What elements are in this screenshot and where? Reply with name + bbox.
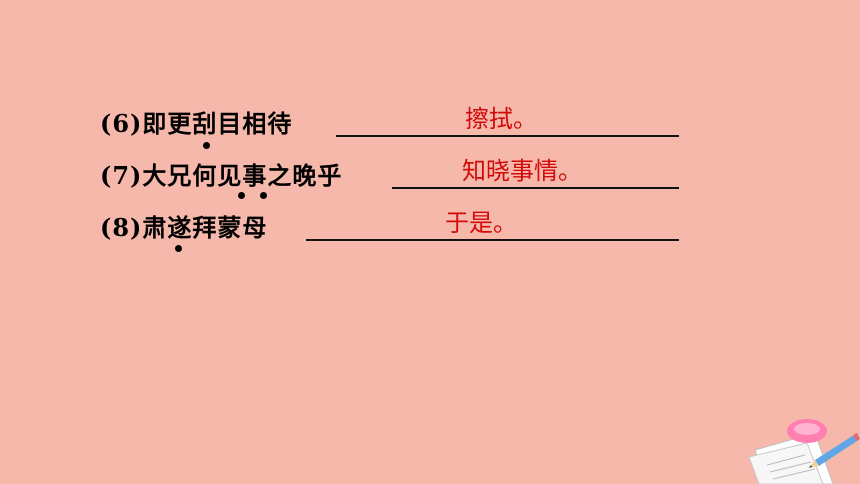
- answer-blank-7[interactable]: [392, 187, 679, 189]
- item-answer-8: 于是。: [445, 209, 517, 237]
- item-prompt-6: (6)即更刮目相待: [100, 109, 293, 138]
- answer-blank-8[interactable]: [306, 239, 679, 241]
- emphasis-dot: [175, 245, 182, 252]
- emphasis-dot: [203, 142, 210, 149]
- item-prompt-7: (7)大兄何见事之晚乎: [100, 161, 343, 190]
- emphasis-dot: [238, 192, 245, 199]
- item-answer-7: 知晓事情。: [462, 157, 582, 185]
- item-answer-6: 擦拭。: [465, 105, 537, 133]
- answer-blank-6[interactable]: [336, 135, 679, 137]
- paper-and-pencil-icon: [748, 419, 860, 484]
- emphasis-dot: [260, 192, 267, 199]
- item-prompt-8: (8)肃遂拜蒙母: [100, 213, 268, 242]
